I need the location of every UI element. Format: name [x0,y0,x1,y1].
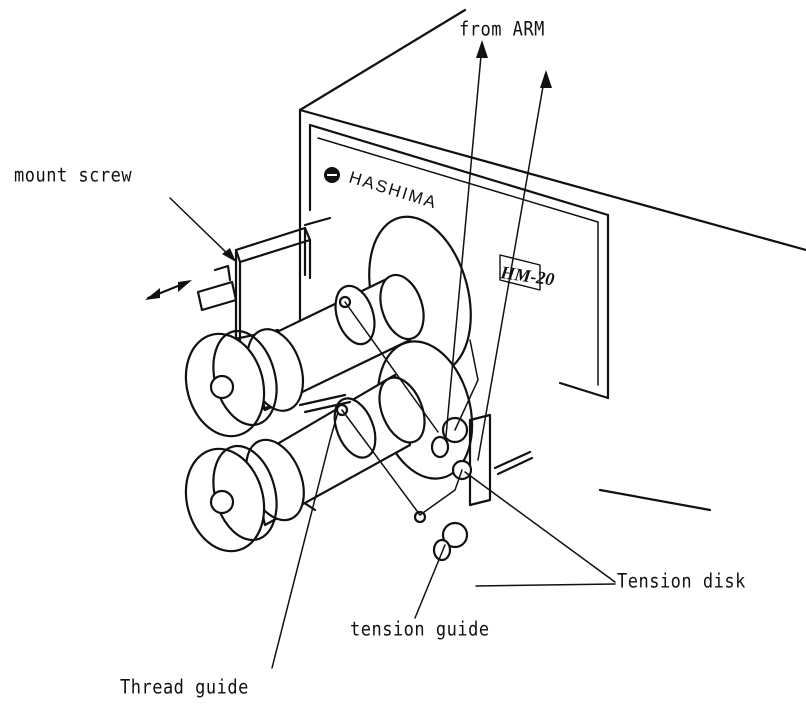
model-badge: HM-20 [498,254,556,291]
front-panel [308,123,610,400]
lower-knob [184,444,278,553]
thread-guide-bar [298,295,352,417]
thread-lines [341,301,479,516]
label-from-arm: from ARM [459,18,545,41]
upper-knob [184,329,278,438]
tension-disk-lower [413,510,469,562]
label-mount-screw: mount screw [14,164,133,187]
brand-logo: HASHIMA [324,167,440,213]
label-thread-guide: Thread guide [120,676,249,699]
slide-arrow-icon [145,280,192,300]
tension-bracket [468,413,534,507]
label-tension-guide: tension guide [350,618,490,641]
machine-housing [298,8,806,512]
label-tension-disk: Tension disk [617,570,746,593]
leader-lines [169,40,616,669]
model-text: HM-20 [498,262,555,289]
brand-text: HASHIMA [347,168,440,213]
